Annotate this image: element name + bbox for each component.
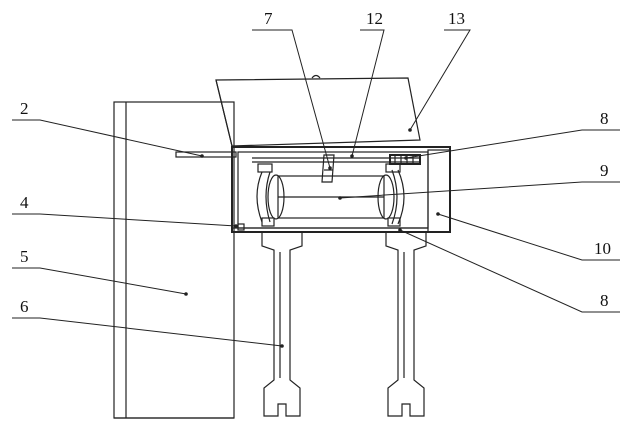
label-9: 9 — [600, 161, 609, 180]
label-8-top: 8 — [600, 109, 609, 128]
part-5-panel — [113, 101, 235, 419]
part-7-slider — [321, 154, 335, 183]
part-6-left-leg — [261, 231, 303, 417]
label-6: 6 — [20, 297, 29, 316]
part-12-rail — [252, 154, 421, 165]
part-2-rod — [175, 151, 237, 158]
right-bracket — [377, 163, 405, 227]
label-13: 13 — [448, 9, 465, 28]
label-10: 10 — [594, 239, 611, 258]
label-8-bottom: 8 — [600, 291, 609, 310]
label-4: 4 — [20, 193, 29, 212]
label-12: 12 — [366, 9, 383, 28]
part-9-roller — [277, 175, 385, 219]
part-13-lid — [215, 74, 421, 147]
housing-box — [231, 146, 451, 233]
left-bracket — [256, 163, 285, 227]
right-leg — [385, 231, 427, 417]
label-7: 7 — [264, 9, 273, 28]
label-5: 5 — [20, 247, 29, 266]
leader-lines — [12, 29, 620, 348]
label-2: 2 — [20, 99, 29, 118]
